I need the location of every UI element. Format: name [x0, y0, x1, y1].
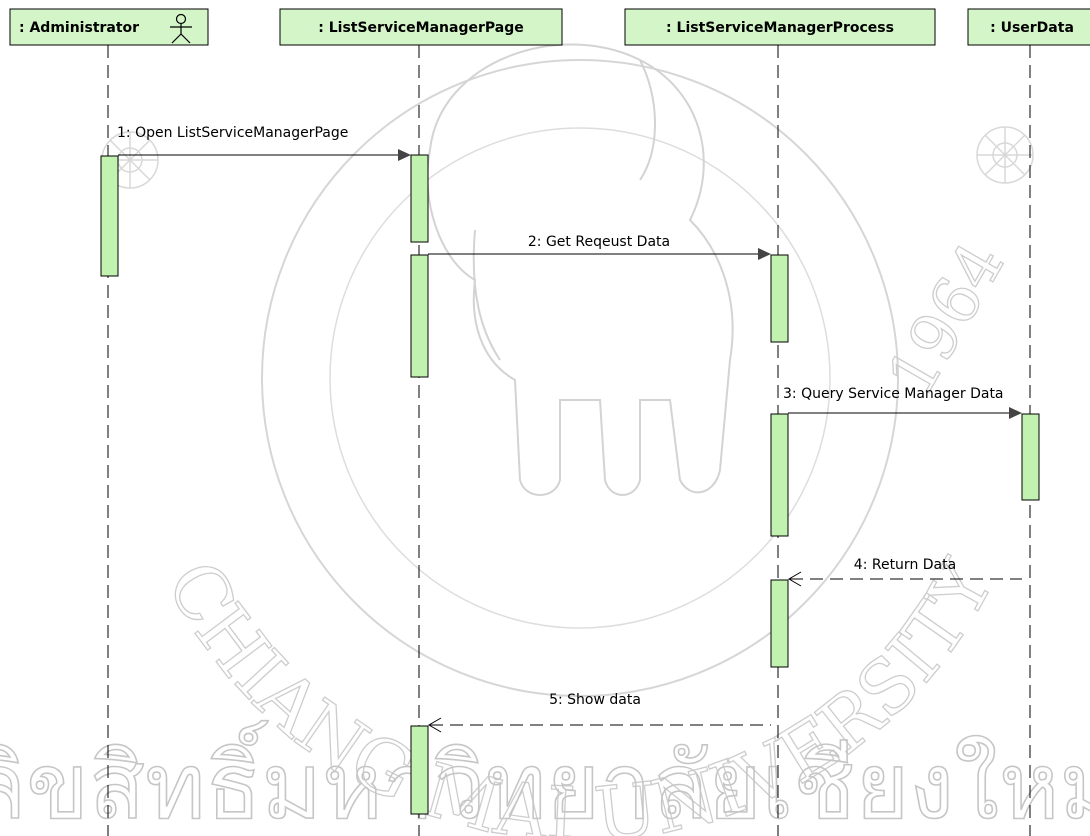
filled-arrowhead-icon	[398, 149, 411, 161]
activation-page-2[interactable]	[410, 254, 429, 378]
message-3[interactable]: 3: Query Service Manager Data	[783, 386, 1022, 419]
activation-page-3[interactable]	[410, 725, 429, 815]
watermark-thai-text: ลิขสิทธิ์มหาวิทยาลัยเชียงใหม่	[0, 720, 1090, 836]
watermark-flower-left-icon	[101, 131, 159, 189]
activation-process-2[interactable]	[770, 413, 789, 537]
activation-userdata-1[interactable]	[1021, 413, 1040, 501]
activation-bars	[100, 154, 1040, 815]
lifeline-header-listservicemanagerprocess[interactable]: : ListServiceManagerProcess	[624, 8, 936, 46]
message-2[interactable]: 2: Get Reqeust Data	[428, 234, 771, 260]
open-arrowhead-icon	[428, 717, 442, 733]
message-label: 1: Open ListServiceManagerPage	[117, 125, 348, 141]
message-1[interactable]: 1: Open ListServiceManagerPage	[117, 125, 411, 161]
open-arrowhead-icon	[788, 571, 802, 587]
lifeline-label: : ListServiceManagerPage	[318, 20, 523, 36]
lifeline-label: : ListServiceManagerProcess	[666, 20, 894, 36]
actor-stick-figure-icon	[170, 13, 192, 44]
watermark-year-text: 1964	[874, 230, 1020, 408]
lifeline-header-listservicemanagerpage[interactable]: : ListServiceManagerPage	[279, 8, 563, 46]
message-4[interactable]: 4: Return Data	[788, 557, 1022, 587]
lifeline-label: : Administrator	[19, 20, 139, 36]
message-5[interactable]: 5: Show data	[428, 692, 771, 733]
lifeline-label: : UserData	[990, 20, 1074, 36]
message-label: 3: Query Service Manager Data	[783, 386, 1004, 402]
activation-page-1[interactable]	[410, 154, 429, 243]
filled-arrowhead-icon	[758, 248, 771, 260]
watermark-flower-right-icon	[976, 126, 1034, 184]
lifeline-header-administrator[interactable]: : Administrator	[9, 8, 209, 46]
activation-administrator-1[interactable]	[100, 155, 119, 277]
watermark-seal-outer-ring	[261, 59, 899, 697]
activation-process-3[interactable]	[770, 579, 789, 668]
message-label: 4: Return Data	[854, 557, 956, 573]
watermark-seal-inner-ring	[329, 127, 831, 629]
filled-arrowhead-icon	[1009, 407, 1022, 419]
watermark-elephant-icon	[426, 43, 734, 496]
watermark: CHIANG MAI UNIVERSITY 1964 ลิขสิทธิ์มหาว…	[0, 43, 1090, 836]
lifeline-header-userdata[interactable]: : UserData	[967, 8, 1090, 46]
message-label: 2: Get Reqeust Data	[528, 234, 670, 250]
message-label: 5: Show data	[549, 692, 641, 708]
activation-process-1[interactable]	[770, 254, 789, 343]
